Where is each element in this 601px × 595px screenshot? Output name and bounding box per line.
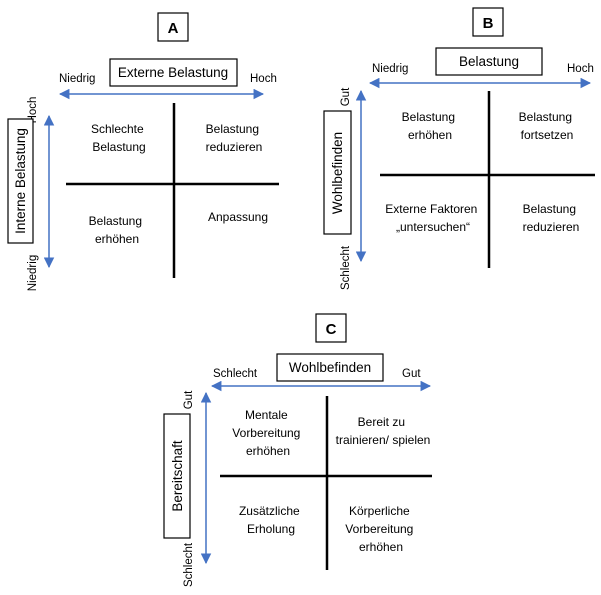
panel-a-quadrant-top-right: Belastung reduzieren <box>206 122 263 154</box>
panel-c-vertical-title-box <box>163 413 191 539</box>
panel-a-horizontal-high-label: Hoch <box>250 73 277 85</box>
panel-c-horizontal-axis-title: Wohlbefinden <box>289 360 371 375</box>
panel-b-quadrant-top-left: Belastung erhöhen <box>402 110 459 142</box>
panel-b-letter: B <box>483 15 494 32</box>
panel-a-quadrant-top-left: Schlechte Belastung <box>91 122 147 154</box>
panel-b-horizontal-axis-title: Belastung <box>459 54 519 69</box>
panel-a-letter: A <box>168 20 179 37</box>
panel-c-letter-box <box>315 313 347 343</box>
panel-a-vertical-top-label: Hoch <box>27 97 39 124</box>
panel-b-vertical-top-label: Gut <box>340 87 352 106</box>
panel-b-horizontal-low-label: Niedrig <box>372 63 408 75</box>
panel-c: C Wohlbefinden Schlecht Gut Gut Schlecht… <box>163 313 432 587</box>
panel-b-quadrant-top-right: Belastung fortsetzen <box>519 110 576 142</box>
panel-b-horizontal-high-label: Hoch <box>567 63 594 75</box>
panel-b-vertical-title-box <box>323 110 352 235</box>
panel-c-quadrant-bottom-left: Zusätzliche Erholung <box>239 504 303 536</box>
panel-c-quadrant-top-left: Mentale Vorbereitung erhöhen <box>232 408 303 458</box>
panel-c-vertical-top-label: Gut <box>183 390 195 409</box>
panel-c-vertical-bottom-label: Schlecht <box>183 542 195 587</box>
panel-a-vertical-title-box <box>7 118 34 244</box>
panel-a-quadrant-bottom-left: Belastung erhöhen <box>89 214 146 246</box>
panel-c-quadrant-bottom-right: Körperliche Vorbereitung erhöhen <box>345 504 416 554</box>
panel-a-horizontal-title-box <box>109 58 238 87</box>
panel-b-quadrant-bottom-right: Belastung reduzieren <box>523 202 580 234</box>
panel-a-vertical-bottom-label: Niedrig <box>27 255 39 291</box>
panel-a-quadrant-bottom-right: Anpassung <box>208 210 268 224</box>
panel-c-quadrant-top-right: Bereit zu trainieren/ spielen <box>336 415 431 447</box>
panel-c-horizontal-title-box <box>276 353 384 382</box>
panel-a-letter-box <box>157 12 189 42</box>
panel-a-vertical-axis-title: Interne Belastung <box>13 128 28 234</box>
panel-c-letter: C <box>326 321 337 338</box>
panel-a-horizontal-low-label: Niedrig <box>59 73 95 85</box>
panel-c-vertical-axis-title: Bereitschaft <box>170 440 185 512</box>
panel-b-vertical-axis-title: Wohlbefinden <box>330 132 345 214</box>
panel-b: B Belastung Niedrig Hoch Gut Schlecht Wo… <box>323 7 595 290</box>
panel-b-vertical-bottom-label: Schlecht <box>340 245 352 290</box>
panel-c-horizontal-low-label: Schlecht <box>213 368 258 380</box>
panel-b-horizontal-title-box <box>435 47 543 76</box>
panel-a-horizontal-axis-title: Externe Belastung <box>118 65 228 80</box>
panel-b-quadrant-bottom-left: Externe Faktoren „untersuchen“ <box>385 202 480 234</box>
panel-c-horizontal-high-label: Gut <box>402 368 421 380</box>
panel-b-letter-box <box>472 7 504 37</box>
panel-a: A Externe Belastung Niedrig Hoch Hoch Ni… <box>7 12 279 291</box>
